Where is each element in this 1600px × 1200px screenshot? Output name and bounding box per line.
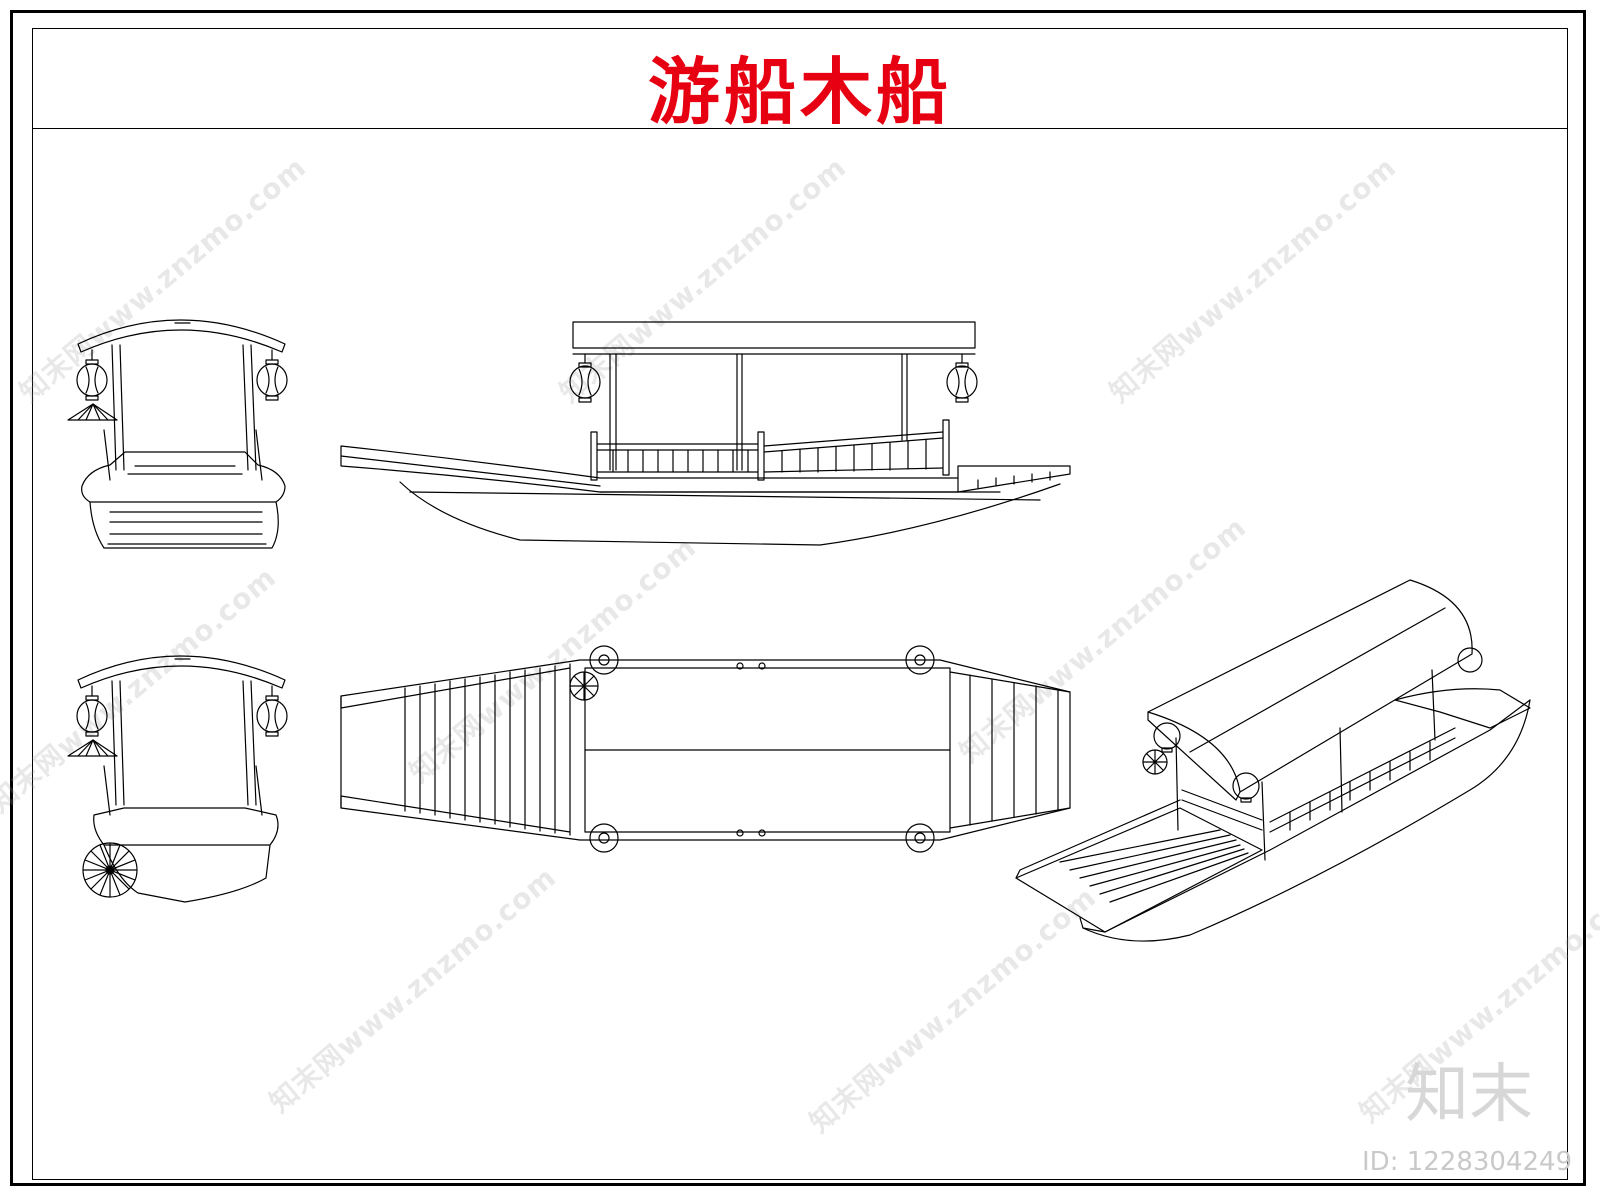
lantern-icon: [946, 353, 978, 403]
umbrella-icon: [67, 739, 118, 757]
umbrella-icon: [1142, 749, 1168, 775]
lantern-icon: [76, 685, 108, 737]
lantern-icon: [256, 349, 288, 401]
outer-border: [10, 10, 1586, 1186]
railing-balusters: [612, 439, 927, 473]
umbrella-plan-icon: [569, 671, 599, 701]
front-view-upper: [67, 319, 288, 549]
inner-border: [32, 28, 1568, 1180]
lantern-icon: [1457, 647, 1483, 673]
image-id-label: ID: 1228304249: [1362, 1147, 1573, 1177]
lantern-icon: [569, 353, 601, 403]
perspective-view: [1015, 579, 1531, 942]
side-elevation: [340, 321, 1071, 546]
umbrella-wheel-icon: [82, 842, 138, 898]
title-bar: 游船木船: [32, 28, 1568, 134]
lantern-icon: [1153, 722, 1181, 753]
front-view-lower: [67, 655, 288, 903]
lantern-icon: [76, 349, 108, 401]
drawing-title: 游船木船: [647, 49, 952, 134]
brand-logo: 知末: [1405, 1058, 1533, 1132]
plan-view: [340, 645, 1071, 853]
lantern-icon: [1232, 772, 1260, 803]
umbrella-icon: [67, 403, 118, 421]
lantern-icon: [256, 685, 288, 737]
